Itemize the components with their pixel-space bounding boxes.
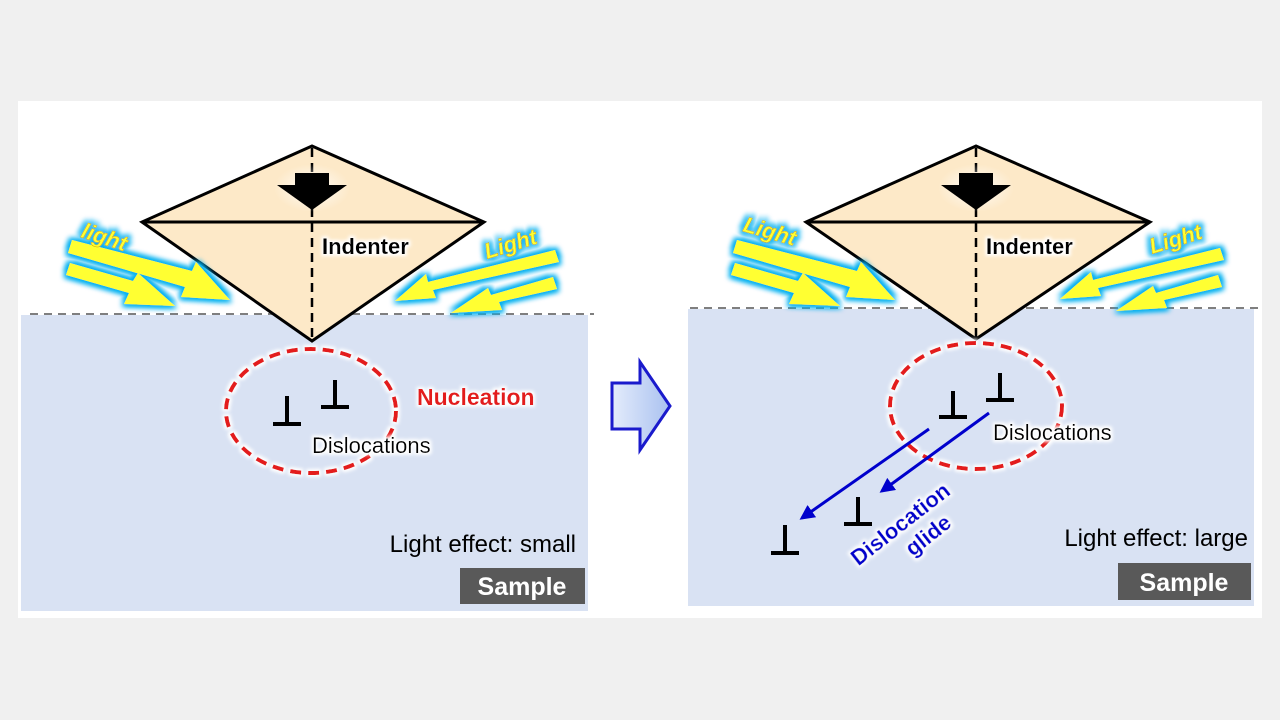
glide-arrow xyxy=(879,411,990,493)
light-beam-left: light xyxy=(66,218,230,306)
light-arrow-icon xyxy=(395,250,559,301)
dislocations-label: Dislocations xyxy=(993,420,1112,445)
dislocation-symbol-icon xyxy=(273,396,301,426)
dislocation-symbol-icon xyxy=(321,380,349,409)
sample-block xyxy=(688,309,1254,606)
light-label: Light xyxy=(1146,219,1206,259)
light-arrow-icon xyxy=(731,263,840,306)
light-arrow-icon xyxy=(733,240,895,300)
sample-tag xyxy=(460,568,585,604)
light-arrow-icon xyxy=(1060,248,1224,299)
load-arrow-icon xyxy=(277,173,347,210)
sample-block xyxy=(21,315,588,611)
indenter-label: Indenter xyxy=(322,234,409,259)
sample-label: Sample xyxy=(478,573,567,601)
right-arrow-icon xyxy=(610,357,672,455)
nucleation-label: Nucleation xyxy=(417,384,535,410)
load-arrow-icon xyxy=(941,173,1011,210)
light-beam-right: Light xyxy=(395,223,559,313)
nucleation-zone xyxy=(888,341,1064,471)
light-arrow-icon xyxy=(451,277,557,313)
dislocation-symbol-icon xyxy=(771,525,799,555)
indenter: Indenter xyxy=(802,144,1154,341)
indenter: Indenter xyxy=(138,144,488,343)
dislocation-symbol-icon xyxy=(986,373,1014,402)
glide-arrow xyxy=(799,427,930,520)
left-panel: Indenter light Light Dislocations Nuclea… xyxy=(21,144,594,611)
indenter-label: Indenter xyxy=(986,234,1073,259)
dislocation-symbol-icon xyxy=(939,391,967,419)
sample-label: Sample xyxy=(1140,569,1229,597)
light-arrow-icon xyxy=(1116,275,1222,311)
light-effect-label: Light effect: large xyxy=(1064,525,1248,552)
right-panel: Indenter Light Light Dislocations xyxy=(688,144,1258,606)
light-arrow-icon xyxy=(68,240,230,300)
dislocation-symbol-icon xyxy=(844,497,872,526)
sample-tag xyxy=(1118,563,1251,600)
nucleation-zone xyxy=(224,347,398,475)
light-arrow-icon xyxy=(66,263,175,306)
light-effect-label: Light effect: small xyxy=(390,531,576,558)
dislocations-label: Dislocations xyxy=(312,433,431,458)
